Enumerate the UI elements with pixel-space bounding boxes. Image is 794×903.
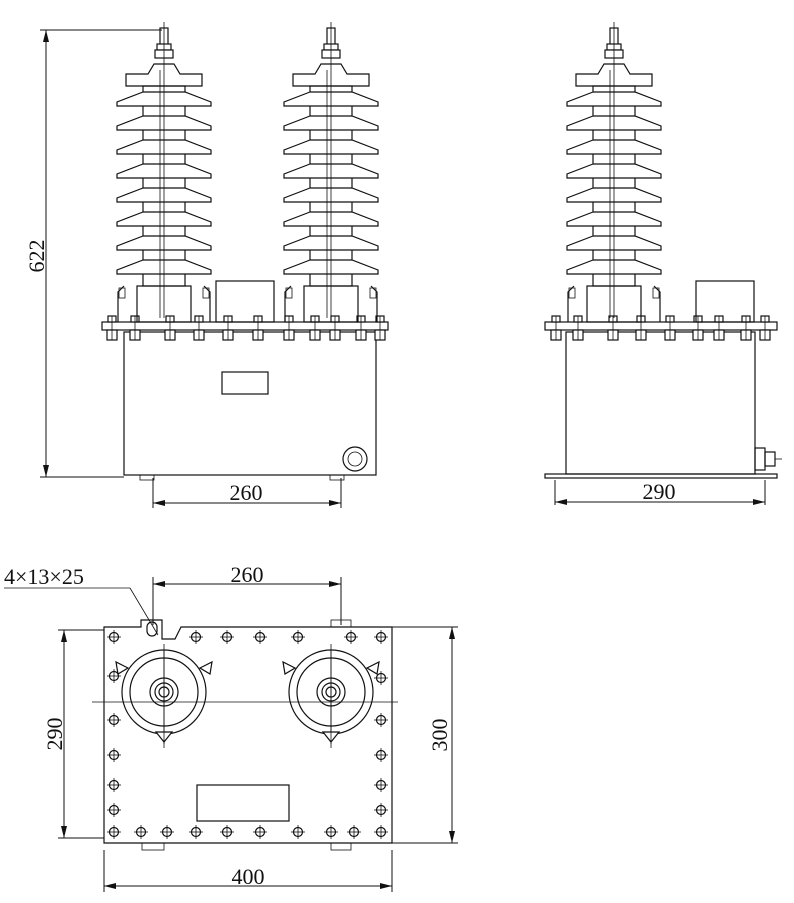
top-view: 4×13×25 260 290 300 400 <box>4 562 458 892</box>
dim-top-depth-300-label: 300 <box>427 719 452 752</box>
dim-side-width-label: 290 <box>643 479 676 504</box>
front-flange <box>101 321 389 331</box>
top-insulator-right <box>282 644 380 744</box>
side-tank <box>565 331 756 475</box>
top-flange-bolts <box>107 621 388 839</box>
front-flange-bolts <box>106 315 386 341</box>
dim-hole-spec-label: 4×13×25 <box>4 564 84 589</box>
dim-top-depth-290-label: 290 <box>42 718 67 751</box>
front-tank <box>123 331 377 476</box>
dim-top-spacing-label: 260 <box>231 562 264 587</box>
side-insulator <box>566 22 662 323</box>
top-insulator-left <box>115 644 213 744</box>
front-insulator-left <box>116 22 212 323</box>
top-nameplate <box>196 784 290 822</box>
side-terminal-box <box>695 280 755 323</box>
front-insulator-right <box>283 22 379 323</box>
dim-front-width-label: 260 <box>230 480 263 505</box>
front-view: 622 260 <box>24 22 389 508</box>
front-terminal-box <box>215 280 275 323</box>
dim-height-label: 622 <box>24 240 49 273</box>
side-view: 290 <box>544 22 782 505</box>
side-base-plate <box>544 473 778 479</box>
dim-top-width-label: 400 <box>232 864 265 889</box>
front-drain-valve <box>342 446 368 472</box>
top-flange-outline <box>103 619 393 844</box>
front-nameplate <box>221 371 269 395</box>
side-flange <box>544 321 778 331</box>
